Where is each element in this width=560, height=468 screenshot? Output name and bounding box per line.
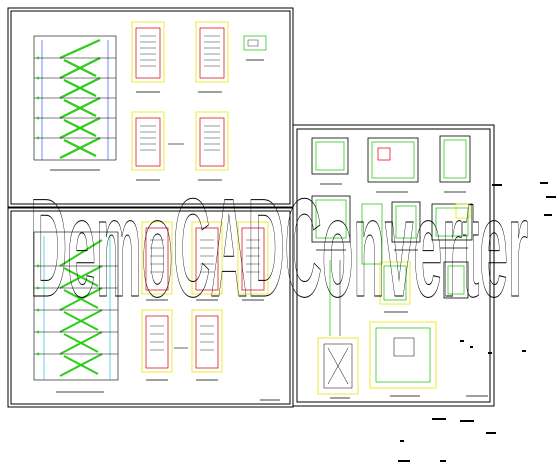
- stair-plans-bottom: [141, 221, 280, 401]
- stair-section-bottom: [33, 231, 119, 393]
- stair-section-top: [33, 35, 117, 171]
- sheet-frames: [7, 7, 495, 408]
- watermark-text: DemoCADConverter: [30, 169, 529, 327]
- watermark: DemoCADConverter: [30, 169, 528, 326]
- sheet-top-left-inner: [10, 10, 291, 205]
- floor-plans-right: [311, 135, 556, 462]
- stair-plans-top: [131, 21, 267, 181]
- sheet-top-left: [7, 7, 294, 208]
- sheet-bottom-left-inner: [10, 210, 291, 405]
- sheet-right-inner: [296, 128, 491, 403]
- sheet-right: [292, 124, 495, 407]
